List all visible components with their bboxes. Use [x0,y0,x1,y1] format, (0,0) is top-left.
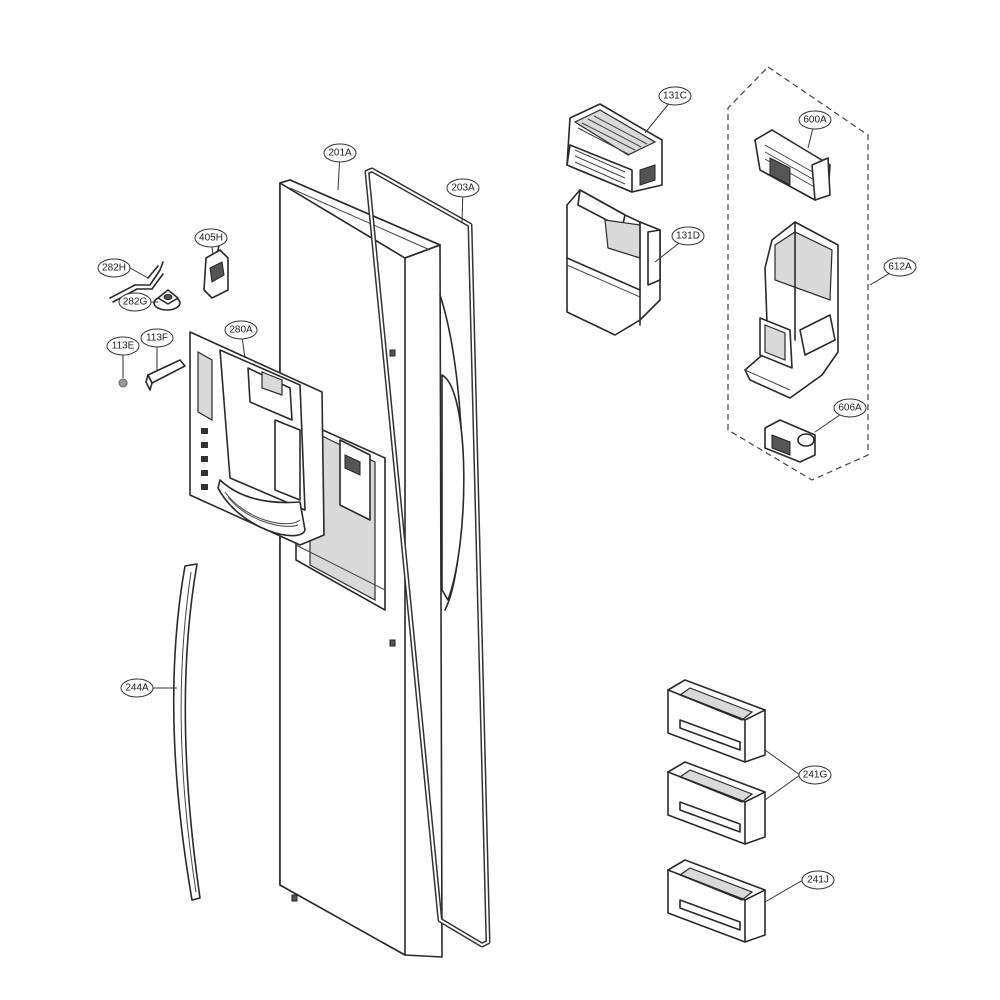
callout-label-282h: 282H [102,263,126,274]
callout-label-113e: 113E [112,341,135,352]
door-handle [173,563,201,901]
callout-282g: 282G [118,292,152,312]
part-113f [145,359,186,391]
callout-label-113f: 113F [146,333,168,344]
callout-label-241j: 241J [807,875,829,886]
part-282g [153,289,181,311]
ice-bin [566,189,661,336]
door-bin-3 [667,859,766,943]
door-bin-2 [667,761,766,845]
callout-label-612a: 612A [888,262,912,273]
callout-label-201a: 201A [328,148,352,159]
callout-131d: 131D [671,226,705,246]
door-bin-1 [667,679,766,763]
door-gasket [364,167,491,948]
callout-612a: 612A [883,257,917,277]
part-405h [203,239,229,299]
callout-label-241g: 241G [803,770,828,781]
part-606a [764,419,816,463]
callout-203a: 203A [446,178,480,198]
callout-282h: 282H [97,258,131,278]
callout-405h: 405H [194,228,228,248]
callout-label-131c: 131C [663,91,687,102]
callout-600a: 600A [798,110,832,130]
part-113e [118,378,128,388]
callout-241g: 241G [798,765,832,785]
callout-label-606a: 606A [838,403,862,414]
callout-label-244a: 244A [125,683,149,694]
callout-131c: 131C [658,86,692,106]
callout-label-405h: 405H [199,233,223,244]
icemaker-assembly-boundary [727,66,869,481]
icemaker-bracket [744,221,839,399]
callout-113e: 113E [106,336,140,356]
callout-280a: 280A [224,320,258,340]
callout-201a: 201A [323,143,357,163]
callout-label-282g: 282G [123,297,148,308]
callout-label-600a: 600A [803,115,827,126]
callout-606a: 606A [833,398,867,418]
dispenser-cover [189,331,325,546]
callout-241j: 241J [801,870,835,890]
door-panel [279,179,443,958]
callout-label-131d: 131D [676,231,700,242]
callout-label-203a: 203A [451,183,475,194]
callout-113f: 113F [140,328,174,348]
callout-label-280a: 280A [229,325,253,336]
ice-bin-cover [566,103,663,193]
callout-244a: 244A [120,678,154,698]
icemaker-600a [754,129,831,201]
